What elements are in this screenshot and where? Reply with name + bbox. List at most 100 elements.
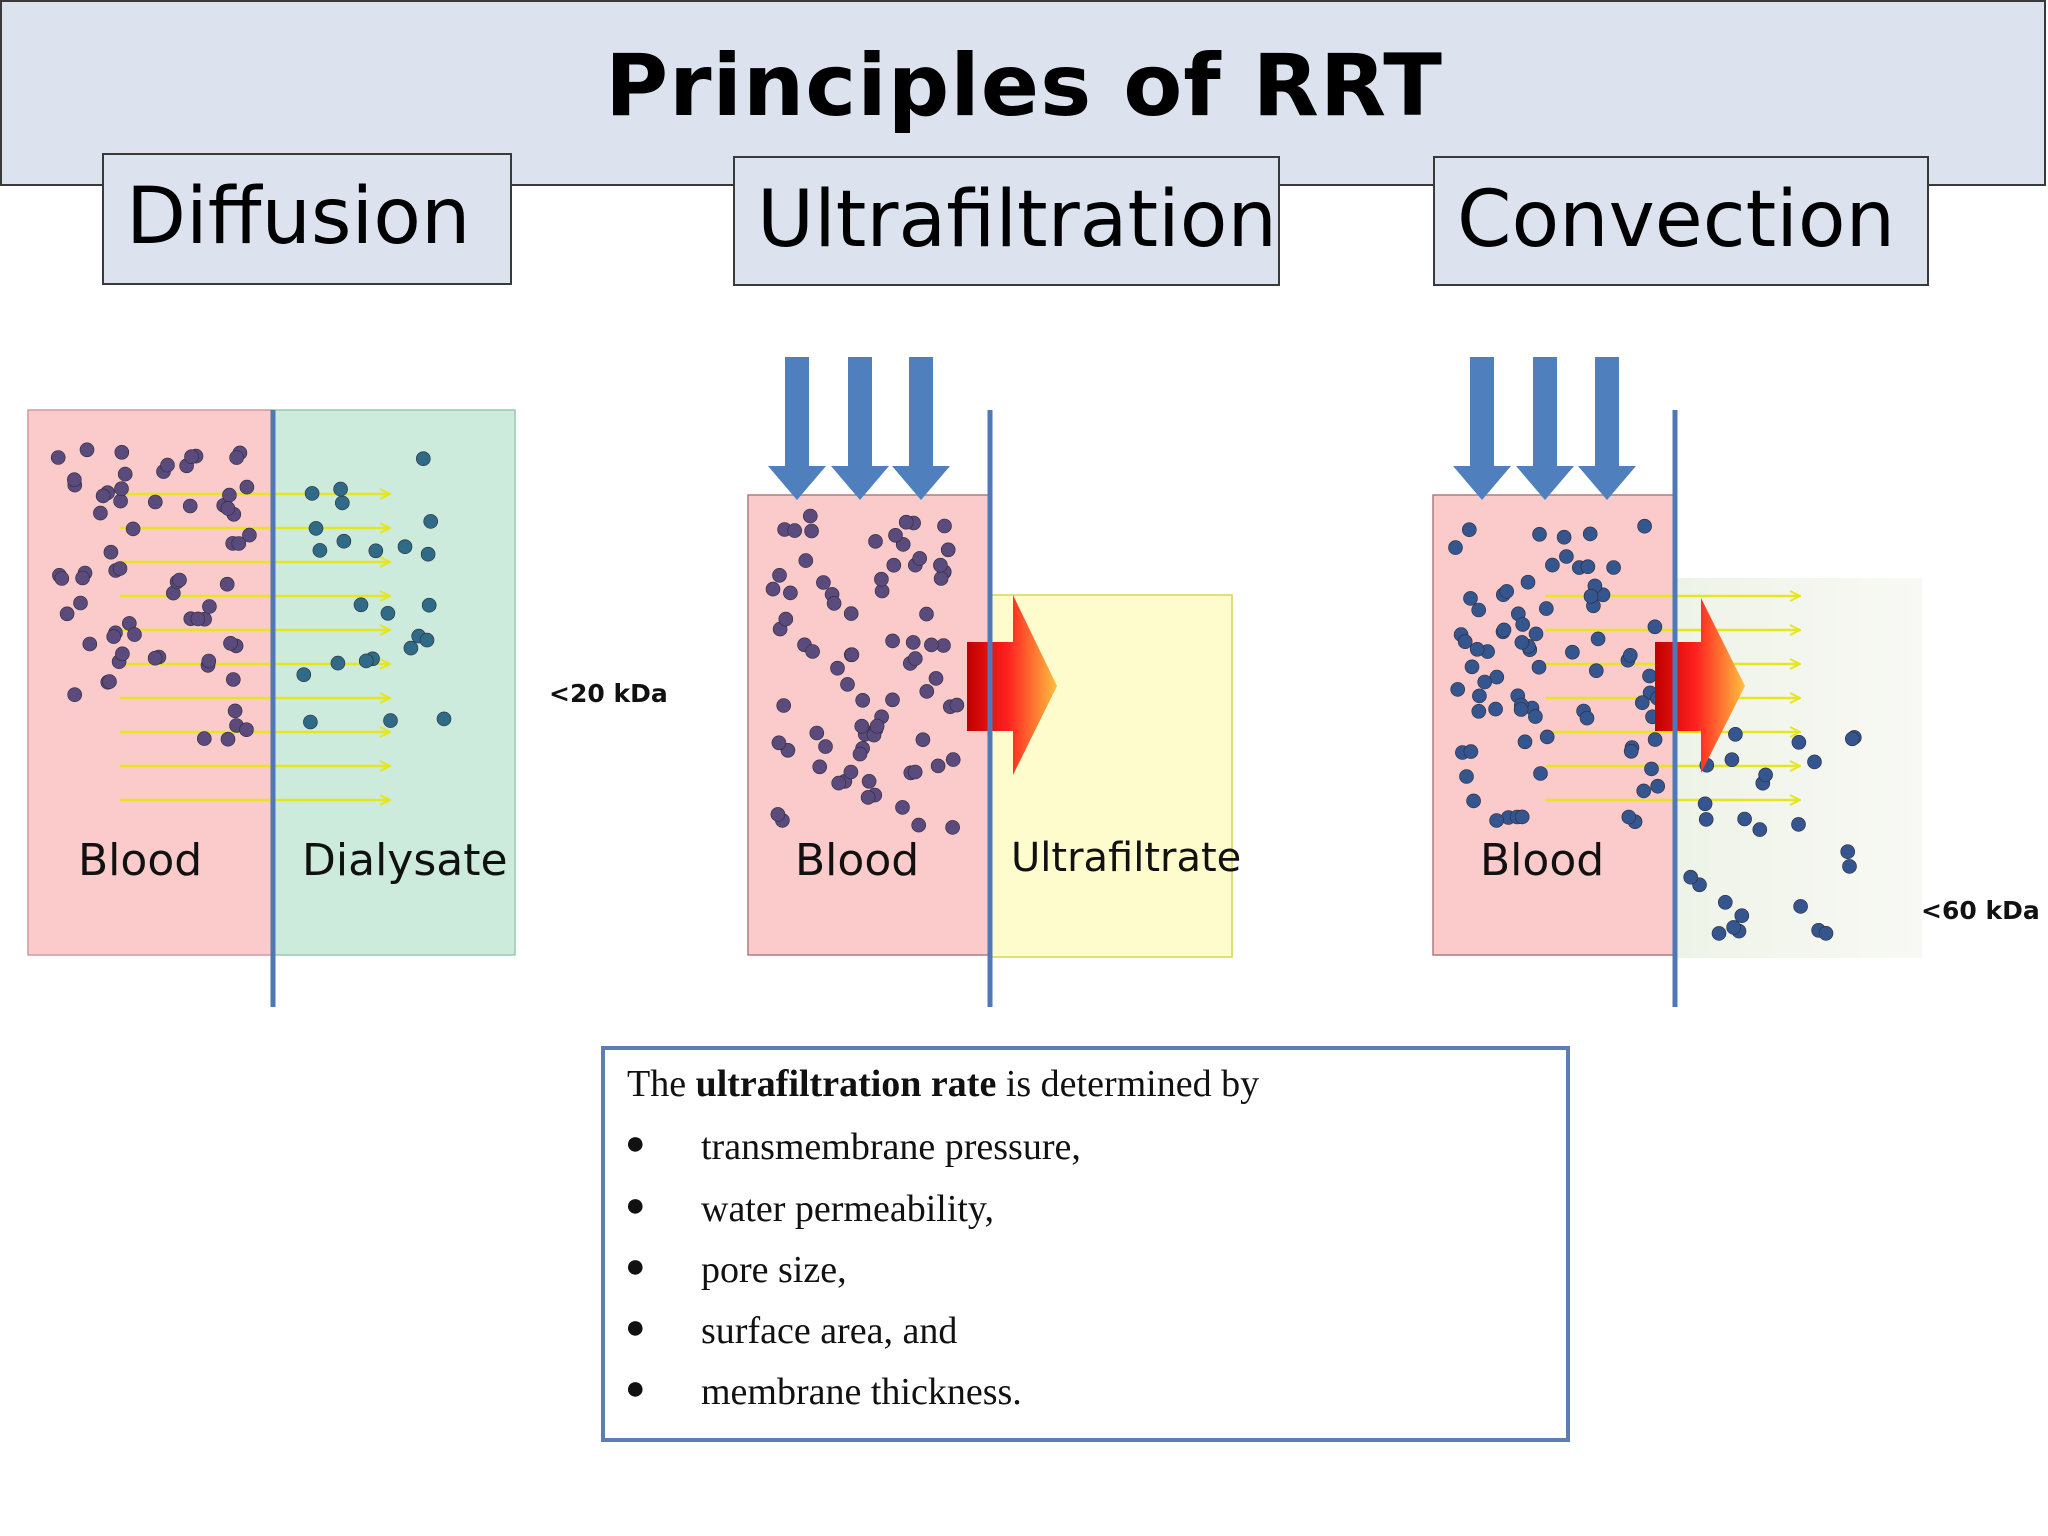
blood-molecule <box>1513 702 1529 717</box>
diffusion-size-label: <20 kDa <box>549 679 668 708</box>
diffusion-dialysate-compartment <box>271 409 516 956</box>
dialysate-molecule <box>421 597 437 613</box>
blood-molecule <box>231 536 247 551</box>
blood-molecule <box>843 764 859 780</box>
filtrate-molecule <box>1683 869 1698 885</box>
blood-molecule <box>222 487 237 503</box>
blood-molecule <box>1459 769 1474 784</box>
blood-molecule <box>1621 809 1637 825</box>
blood-molecule <box>1636 783 1651 799</box>
blood-molecule <box>220 501 236 516</box>
conv-pressure-arrow <box>1516 357 1574 500</box>
dialysate-molecule <box>334 495 350 511</box>
filtrate-molecule <box>1726 920 1741 935</box>
blood-molecule <box>202 599 217 614</box>
blood-molecule <box>1589 663 1604 679</box>
filtrate-molecule <box>1793 899 1808 914</box>
blood-molecule <box>182 498 198 514</box>
blood-molecule <box>886 557 902 573</box>
blood-molecule <box>75 570 90 586</box>
blood-molecule <box>1466 793 1481 809</box>
blood-molecule <box>102 674 117 689</box>
bullet-dot-icon: ● <box>625 1187 646 1224</box>
blood-molecule <box>1457 634 1473 650</box>
info-intro-bold: ultrafiltration rate <box>695 1063 997 1105</box>
blood-molecule <box>1499 584 1514 599</box>
info-bullet-text: transmembrane pressure, <box>701 1126 1081 1168</box>
blood-molecule <box>1448 540 1463 555</box>
blood-molecule <box>227 703 243 719</box>
blood-molecule <box>770 807 786 822</box>
blood-molecule <box>1565 644 1580 660</box>
blood-molecule <box>933 557 948 573</box>
blood-molecule <box>831 775 847 791</box>
blood-molecule <box>915 732 931 748</box>
bullet-dot-icon: ● <box>625 1309 646 1346</box>
blood-molecule <box>190 611 206 627</box>
blood-molecule <box>861 773 877 789</box>
dialysate-molecule <box>423 514 439 529</box>
blood-molecule <box>117 466 133 482</box>
blood-molecule <box>1635 695 1650 711</box>
blood-molecule <box>239 722 254 738</box>
blood-molecule <box>907 764 923 780</box>
uf-blood-molecules <box>765 508 965 835</box>
uf-blood-label: Blood <box>795 835 920 886</box>
info-box: The ultrafiltration rate is determined b… <box>601 1046 1570 1442</box>
dialysate-molecule <box>308 521 324 536</box>
filtrate-molecule <box>1842 859 1857 874</box>
blood-molecule <box>778 611 794 627</box>
blood-molecule <box>787 523 803 538</box>
dialysate-molecule <box>303 714 318 730</box>
filtrate-molecule <box>1697 796 1713 812</box>
bullet-dot-icon: ● <box>625 1248 646 1285</box>
conv-pressure-arrows <box>1453 357 1636 500</box>
blood-molecule <box>1579 710 1595 726</box>
blood-molecule <box>1471 703 1487 719</box>
uf-pressure-arrow <box>892 357 950 500</box>
info-bullet-text: pore size, <box>701 1249 847 1291</box>
filtrate-molecule <box>1791 817 1806 832</box>
diffusion-blood-molecules <box>50 442 257 747</box>
blood-molecule <box>802 508 818 524</box>
blood-molecule <box>114 481 129 497</box>
info-intro: The ultrafiltration rate is determined b… <box>627 1062 1259 1106</box>
blood-molecule <box>103 544 119 560</box>
filtrate-molecule <box>1698 812 1714 827</box>
blood-molecule <box>1539 729 1555 745</box>
blood-molecule <box>771 735 787 751</box>
blood-molecule <box>885 633 900 649</box>
dialysate-molecule <box>336 533 352 549</box>
dialysate-molecule <box>304 486 320 501</box>
filtrate-molecule <box>1818 925 1834 941</box>
blood-molecule <box>1644 761 1659 777</box>
blood-molecule <box>1637 518 1652 534</box>
blood-molecule <box>1531 659 1547 675</box>
blood-molecule <box>816 575 831 590</box>
blood-molecule <box>933 571 949 586</box>
blood-molecule <box>1528 626 1544 642</box>
blood-molecule <box>895 800 910 815</box>
blood-molecule <box>945 820 960 835</box>
blood-molecule <box>869 718 885 734</box>
filtrate-molecule <box>1758 767 1773 783</box>
dialysate-molecule <box>312 543 328 558</box>
info-bullet-text: water permeability, <box>701 1188 994 1230</box>
blood-molecule <box>812 759 828 775</box>
bullet-dot-icon: ● <box>625 1370 646 1407</box>
blood-molecule <box>1642 668 1657 684</box>
blood-molecule <box>840 677 855 692</box>
blood-molecule <box>1623 647 1638 663</box>
blood-molecule <box>852 746 868 762</box>
blood-molecule <box>67 472 82 488</box>
dialysate-molecule <box>420 546 436 562</box>
info-intro-after: is determined by <box>996 1063 1260 1105</box>
blood-molecule <box>184 449 199 465</box>
blood-molecule <box>1450 682 1465 697</box>
blood-molecule <box>809 725 825 741</box>
blood-molecule <box>67 687 82 703</box>
blood-molecule <box>79 442 95 458</box>
dialysate-molecule <box>415 451 431 467</box>
blood-molecule <box>805 644 820 659</box>
diffusion-blood-label: Blood <box>78 835 203 886</box>
